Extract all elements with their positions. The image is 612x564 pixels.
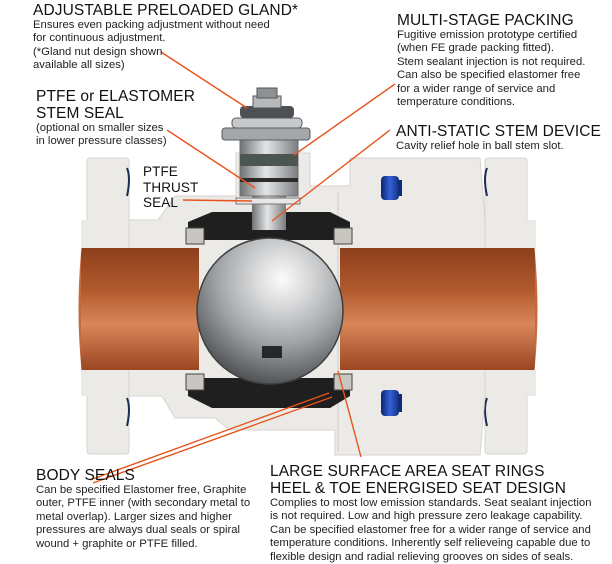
callout-packing-line: (when FE grade packing fitted).	[397, 42, 554, 55]
callout-packing: MULTI-STAGE PACKING Fugitive emission pr…	[397, 12, 585, 109]
callout-packing-line: for a wider range of service and	[397, 82, 556, 95]
drain-plug-lower	[381, 390, 399, 416]
callout-stem-seal: PTFE or ELASTOMER STEM SEAL (optional on…	[36, 88, 195, 149]
leader-lines	[89, 51, 396, 484]
bore-right	[340, 248, 535, 370]
bore-left	[81, 248, 199, 370]
callout-anti-static-line: Cavity relief hole in ball stem slot.	[396, 140, 564, 152]
callout-thrust-seal-title: THRUST	[143, 179, 199, 195]
callout-stem-seal-line: (optional on smaller sizes	[36, 122, 164, 134]
ball	[196, 237, 344, 385]
callout-thrust-seal-title: PTFE	[143, 164, 178, 179]
callout-seat-rings-line: temperature conditions. Inherently self …	[270, 537, 591, 550]
stem-assembly	[221, 87, 311, 230]
callout-packing-title: MULTI-STAGE PACKING	[397, 12, 574, 29]
callout-gland: ADJUSTABLE PRELOADED GLAND* Ensures even…	[33, 2, 298, 73]
callout-thrust-seal: PTFE THRUST SEAL	[143, 164, 198, 211]
callout-body-seals-line: outer, PTFE inner (with secondary metal …	[36, 497, 251, 510]
callout-seat-rings-line: Can be specified elastomer free for a wi…	[270, 523, 591, 536]
callout-stem-seal-title: STEM SEAL	[36, 105, 124, 122]
callout-stem-seal-line: in lower pressure classes)	[36, 135, 167, 148]
callout-gland-title: ADJUSTABLE PRELOADED GLAND*	[33, 2, 299, 19]
callout-body-seals-title: BODY SEALS	[36, 467, 135, 484]
callout-seat-rings-line: flexible design and radial relieving gro…	[270, 550, 574, 563]
callout-body-seals-line: Can be specified Elastomer free, Graphit…	[36, 484, 247, 496]
callout-stem-seal-title: PTFE or ELASTOMER	[36, 88, 196, 105]
callout-gland-line: for continuous adjustment.	[33, 32, 166, 45]
callout-seat-rings-line: Complies to most low emission standards.…	[270, 497, 592, 509]
callout-seat-rings: LARGE SURFACE AREA SEAT RINGS HEEL & TOE…	[270, 463, 592, 564]
callout-seat-rings-line: is not required. Low and high pressure z…	[270, 510, 583, 523]
callout-body-seals-line: wound + graphite or PTFE filled.	[36, 537, 198, 550]
callout-packing-line: Can also be specified elastomer free	[397, 69, 581, 82]
callout-packing-line: Stem sealant injection is not required.	[397, 55, 586, 68]
callout-anti-static: ANTI-STATIC STEM DEVICE Cavity relief ho…	[396, 123, 601, 153]
callout-packing-line: Fugitive emission prototype certified	[397, 29, 578, 41]
callout-body-seals-line: metal overlap). Larger sizes and higher	[36, 510, 232, 523]
callout-gland-line: (*Gland nut design shown	[33, 45, 163, 58]
callout-gland-line: available all sizes)	[33, 59, 125, 72]
callout-seat-rings-title: HEEL & TOE ENERGISED SEAT DESIGN	[270, 480, 567, 497]
callout-body-seals: BODY SEALS Can be specified Elastomer fr…	[36, 467, 250, 551]
callout-anti-static-title: ANTI-STATIC STEM DEVICE	[396, 123, 601, 140]
drain-plug-upper	[381, 176, 399, 200]
callout-packing-line: temperature conditions.	[397, 96, 516, 109]
callout-seat-rings-title: LARGE SURFACE AREA SEAT RINGS	[270, 463, 545, 480]
callout-body-seals-line: pressures are always dual seals or spira…	[36, 524, 241, 537]
callout-thrust-seal-title: SEAL	[143, 195, 178, 210]
callout-gland-line: Ensures even packing adjustment without …	[33, 19, 270, 31]
